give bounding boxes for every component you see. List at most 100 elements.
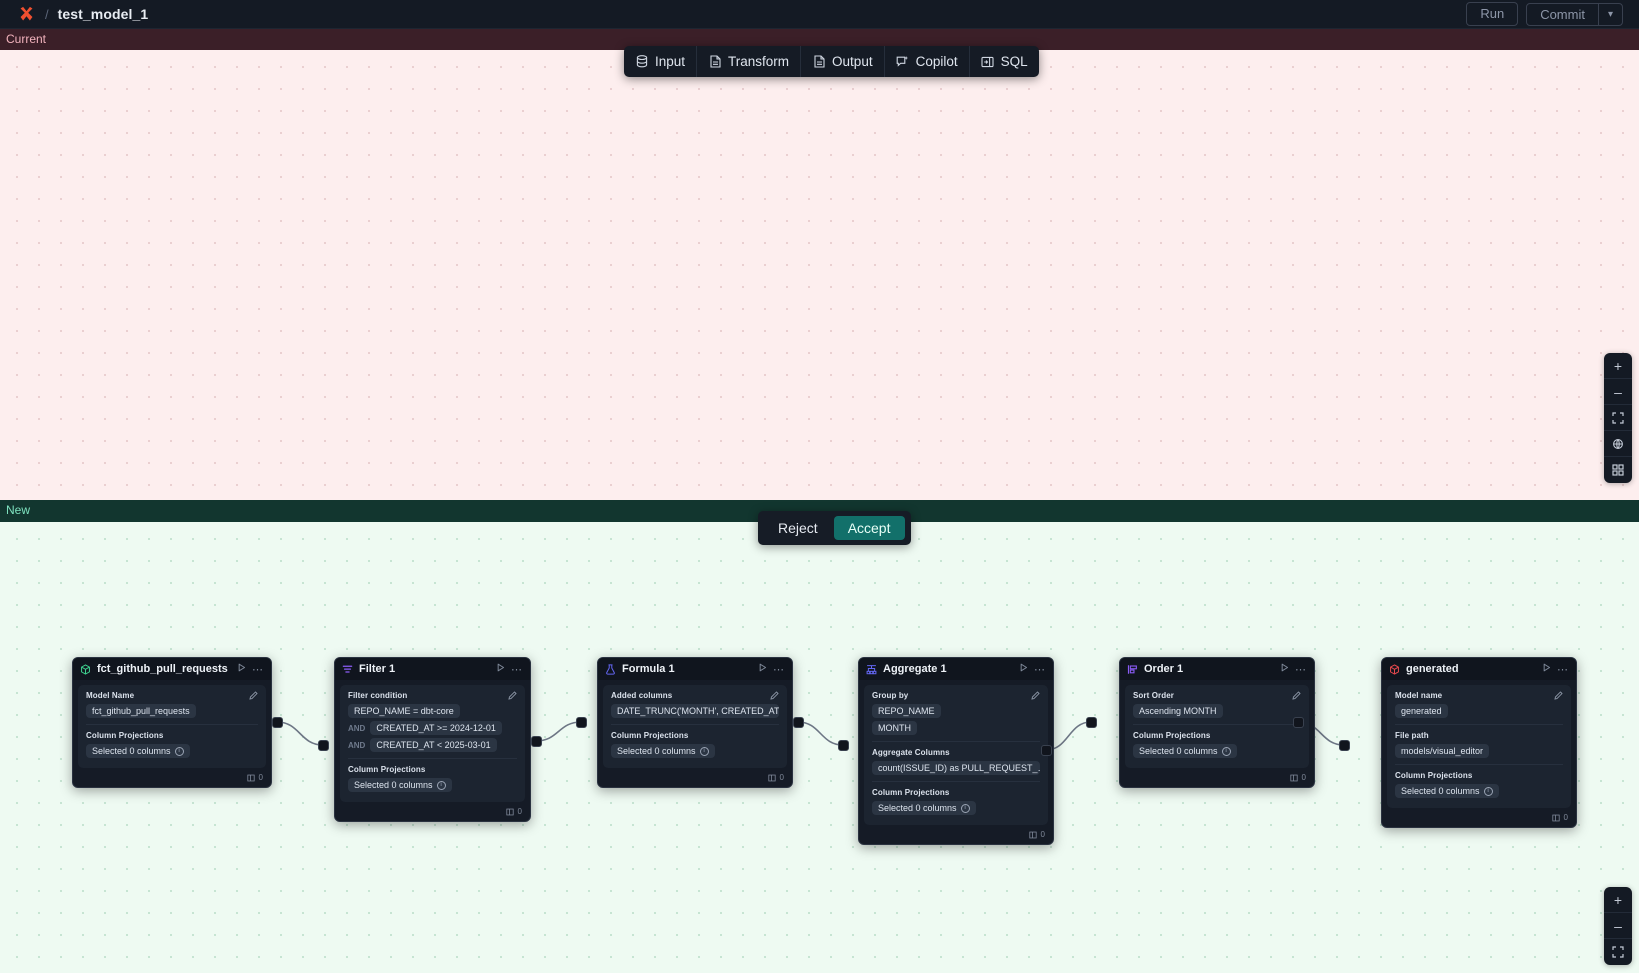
- node-port[interactable]: [1339, 740, 1350, 751]
- grid-icon[interactable]: [1604, 457, 1632, 483]
- value-chip[interactable]: CREATED_AT >= 2024-12-01: [370, 721, 502, 735]
- commit-button[interactable]: Commit: [1540, 6, 1585, 22]
- fit-view-icon[interactable]: [1604, 405, 1632, 431]
- pencil-icon[interactable]: [1554, 691, 1563, 702]
- toolbar-item-copilot[interactable]: Copilot: [885, 46, 970, 77]
- node-port[interactable]: [1086, 717, 1097, 728]
- value-chip[interactable]: generated: [1395, 704, 1448, 718]
- plus-icon[interactable]: +: [1604, 353, 1632, 379]
- minus-icon[interactable]: –: [1604, 379, 1632, 405]
- commit-button-group[interactable]: Commit ▾: [1526, 2, 1623, 26]
- pencil-icon[interactable]: [770, 691, 779, 702]
- node-port[interactable]: [793, 717, 804, 728]
- toolbar-item-sql[interactable]: SQL: [970, 46, 1039, 77]
- node-port[interactable]: [318, 740, 329, 751]
- play-icon[interactable]: [496, 663, 505, 675]
- node-header[interactable]: Order 1⋯: [1120, 658, 1314, 680]
- pencil-icon[interactable]: [1292, 691, 1301, 702]
- value-chip[interactable]: REPO_NAME: [872, 704, 941, 718]
- lock-globe-icon[interactable]: [1604, 431, 1632, 457]
- toolbar-item-output[interactable]: Output: [801, 46, 885, 77]
- info-icon[interactable]: i: [174, 746, 184, 756]
- current-canvas[interactable]: [0, 50, 1639, 500]
- info-icon[interactable]: i: [436, 780, 446, 790]
- toolbar-item-input[interactable]: Input: [624, 46, 698, 77]
- node-header[interactable]: generated⋯: [1382, 658, 1576, 680]
- play-icon[interactable]: [1542, 663, 1551, 675]
- pencil-icon[interactable]: [249, 691, 258, 702]
- columns-icon: [1028, 831, 1037, 839]
- value-chip-text: Selected 0 columns: [1139, 746, 1218, 756]
- pencil-icon[interactable]: [1031, 691, 1040, 702]
- chevron-down-icon[interactable]: ▾: [1597, 3, 1622, 25]
- value-chip[interactable]: REPO_NAME = dbt-core: [348, 704, 460, 718]
- fit-view-icon[interactable]: [1604, 939, 1632, 965]
- value-chip[interactable]: count(ISSUE_ID) as PULL_REQUEST_…: [872, 761, 1040, 775]
- node-row-count: 0: [1301, 773, 1306, 782]
- node-port[interactable]: [838, 740, 849, 751]
- current-version-label: Current: [6, 32, 47, 46]
- value-chip-text: models/visual_editor: [1401, 746, 1484, 756]
- value-chip[interactable]: models/visual_editor: [1395, 744, 1490, 758]
- minus-icon[interactable]: –: [1604, 913, 1632, 939]
- toolbar-label-output: Output: [832, 54, 873, 69]
- node-section-label: Model name: [1395, 691, 1443, 700]
- info-icon[interactable]: i: [699, 746, 709, 756]
- play-icon[interactable]: [237, 663, 246, 675]
- node-header[interactable]: fct_github_pull_requests⋯: [73, 658, 271, 680]
- play-icon[interactable]: [758, 663, 767, 675]
- pencil-icon[interactable]: [508, 691, 517, 702]
- reject-button[interactable]: Reject: [778, 520, 818, 536]
- value-chip[interactable]: CREATED_AT < 2025-03-01: [370, 738, 497, 752]
- value-chip[interactable]: MONTH: [872, 721, 917, 735]
- node-port[interactable]: [531, 736, 542, 747]
- play-icon[interactable]: [1019, 663, 1028, 675]
- node-port[interactable]: [576, 717, 587, 728]
- new-canvas[interactable]: [0, 522, 1639, 973]
- info-icon[interactable]: i: [1221, 746, 1231, 756]
- node-header[interactable]: Aggregate 1 ⋯: [859, 658, 1053, 680]
- ellipsis-icon[interactable]: ⋯: [1034, 663, 1046, 676]
- node-header[interactable]: Filter 1⋯: [335, 658, 530, 680]
- sql-panel-icon: [981, 55, 995, 69]
- value-chip[interactable]: Ascending MONTH: [1133, 704, 1223, 718]
- node-header[interactable]: Formula 1⋯: [598, 658, 792, 680]
- ellipsis-icon[interactable]: ⋯: [511, 663, 523, 676]
- value-chip[interactable]: DATE_TRUNC('MONTH', CREATED_AT…: [611, 704, 779, 718]
- accept-button[interactable]: Accept: [833, 516, 905, 540]
- ellipsis-icon[interactable]: ⋯: [252, 663, 264, 676]
- ellipsis-icon[interactable]: ⋯: [773, 663, 785, 676]
- node-title: Aggregate 1: [883, 663, 947, 675]
- ellipsis-icon[interactable]: ⋯: [1295, 663, 1307, 676]
- node-port[interactable]: [1293, 717, 1304, 728]
- play-icon[interactable]: [1280, 663, 1289, 675]
- info-icon[interactable]: i: [1483, 786, 1493, 796]
- plus-icon[interactable]: +: [1604, 887, 1632, 913]
- value-chip[interactable]: fct_github_pull_requests: [86, 704, 196, 718]
- ellipsis-icon[interactable]: ⋯: [1557, 663, 1569, 676]
- run-button[interactable]: Run: [1466, 2, 1519, 26]
- node-port[interactable]: [1041, 745, 1052, 756]
- toolbar-label-copilot: Copilot: [915, 54, 958, 69]
- node-port[interactable]: [272, 717, 283, 728]
- info-icon[interactable]: i: [960, 803, 970, 813]
- toolbar-item-transform[interactable]: Transform: [697, 46, 802, 77]
- app-logo-x-icon[interactable]: [16, 4, 36, 24]
